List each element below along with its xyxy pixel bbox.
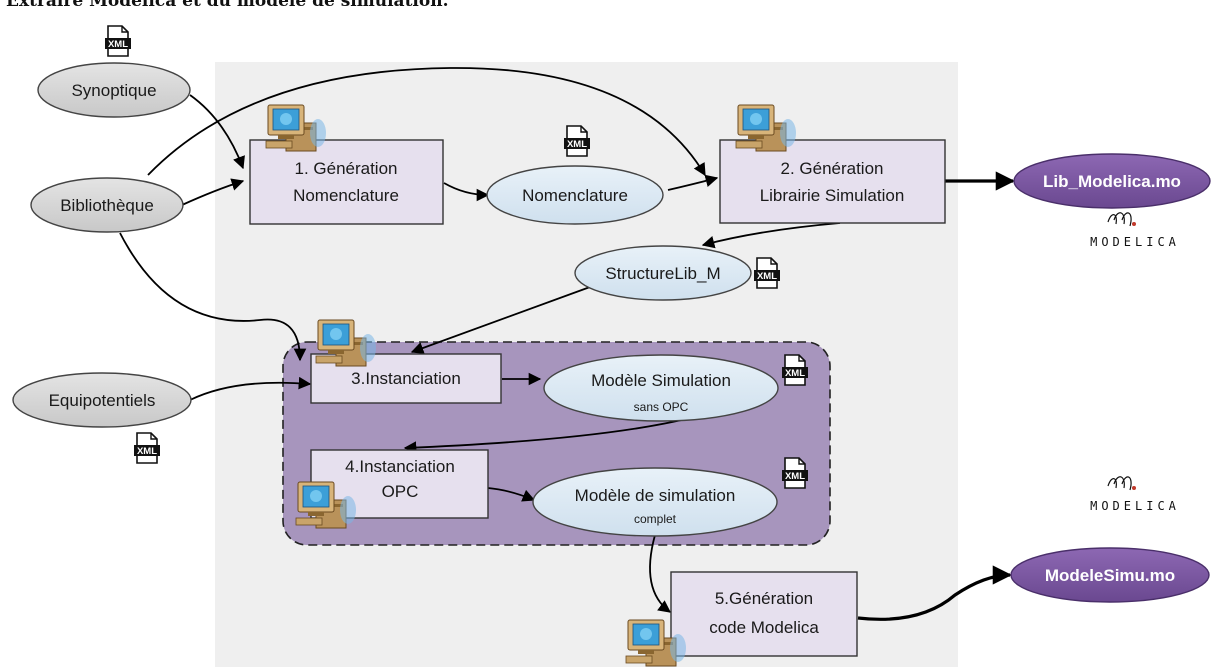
- caption: Extraire Modelica et du modèle de simula…: [6, 0, 449, 11]
- step-2-line2: Librairie Simulation: [760, 186, 905, 205]
- step-1-line2: Nomenclature: [293, 186, 399, 205]
- input-synoptique: Synoptique: [37, 62, 191, 118]
- xml-icon: [104, 25, 132, 57]
- output-connectors: [857, 171, 1015, 621]
- output-lib-modelica: Lib_Modelica.mo: [1013, 153, 1211, 209]
- modelica-logo-text: MODELICA: [1090, 499, 1180, 513]
- step-5-line2: code Modelica: [709, 618, 819, 637]
- artifact-modele-complet-line2: complet: [634, 512, 677, 526]
- input-bibliotheque-label: Bibliothèque: [60, 196, 154, 215]
- xml-icon: [563, 125, 591, 157]
- xml-icon: [133, 432, 161, 464]
- xml-icon: [781, 354, 809, 386]
- artifact-modele-simulation-line1: Modèle Simulation: [591, 371, 731, 390]
- step-3-label: 3.Instanciation: [351, 369, 461, 388]
- xml-icon: [781, 457, 809, 489]
- step-5-line1: 5.Génération: [715, 589, 813, 608]
- artifact-modele-simulation-line2: sans OPC: [634, 400, 689, 414]
- step-1-line1: 1. Génération: [294, 159, 397, 178]
- artifact-modele-complet: Modèle de simulation complet: [532, 467, 778, 537]
- step-4-line2: OPC: [382, 482, 419, 501]
- input-equipotentiels-label: Equipotentiels: [49, 391, 156, 410]
- output-modelesimu: ModeleSimu.mo: [1010, 547, 1210, 603]
- step-2-line1: 2. Génération: [780, 159, 883, 178]
- modelica-logo-text: MODELICA: [1090, 235, 1180, 249]
- step-1-generation-nomenclature: 1. Génération Nomenclature: [249, 139, 444, 225]
- modelica-logo: MODELICA: [1090, 212, 1180, 249]
- xml-icon: [753, 257, 781, 289]
- input-synoptique-label: Synoptique: [71, 81, 156, 100]
- artifact-structurelib: StructureLib_M: [574, 245, 752, 301]
- modelica-logo: MODELICA: [1090, 476, 1180, 513]
- artifact-structurelib-label: StructureLib_M: [605, 264, 720, 283]
- artifact-nomenclature: Nomenclature: [486, 165, 664, 225]
- output-lib-modelica-label: Lib_Modelica.mo: [1043, 172, 1181, 191]
- input-equipotentiels: Equipotentiels: [12, 372, 192, 428]
- step-5-generation-code: 5.Génération code Modelica: [670, 571, 858, 657]
- connectors: [119, 67, 841, 613]
- artifact-nomenclature-label: Nomenclature: [522, 186, 628, 205]
- artifact-modele-complet-line1: Modèle de simulation: [575, 486, 736, 505]
- step-2-generation-librairie: 2. Génération Librairie Simulation: [719, 139, 946, 224]
- artifact-modele-simulation: Modèle Simulation sans OPC: [543, 354, 779, 422]
- step-4-instanciation-opc: 4.Instanciation OPC: [310, 449, 489, 519]
- step-4-line1: 4.Instanciation: [345, 457, 455, 476]
- input-bibliotheque: Bibliothèque: [30, 177, 184, 233]
- output-modelesimu-label: ModeleSimu.mo: [1045, 566, 1175, 585]
